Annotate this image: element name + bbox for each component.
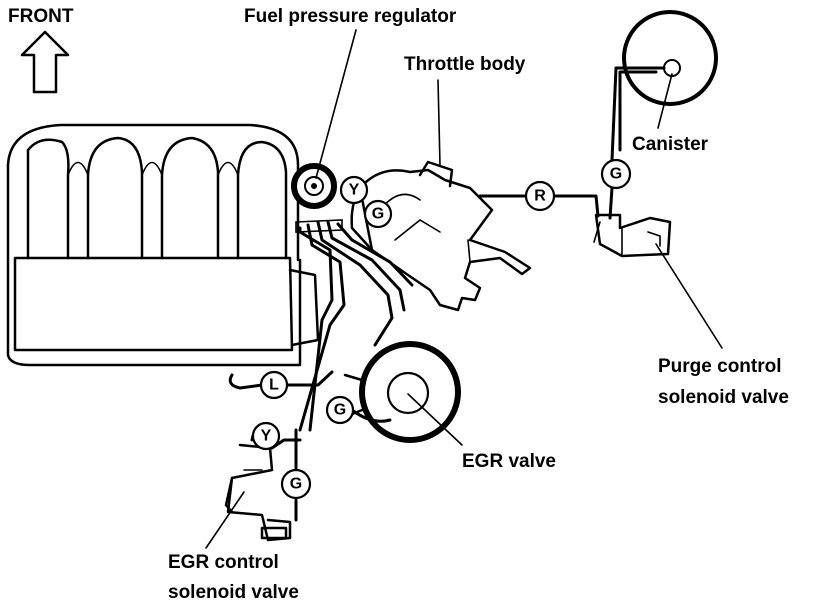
throttle-body-label: Throttle body	[404, 54, 526, 75]
svg-text:L: L	[269, 377, 279, 394]
hose-canister-lower	[608, 186, 614, 220]
svg-text:R: R	[534, 188, 546, 205]
hose-code-r: R	[524, 180, 556, 212]
hose-code-l: L	[259, 370, 289, 400]
canister	[622, 10, 718, 106]
fuel-pressure-regulator-leader	[315, 29, 357, 179]
hose-r-right	[553, 194, 600, 218]
svg-text:Y: Y	[349, 182, 360, 199]
hose-g-egr	[350, 408, 392, 423]
egr-control-leader	[205, 491, 245, 549]
svg-text:Y: Y	[261, 428, 272, 445]
svg-text:G: G	[610, 166, 622, 183]
vacuum-hose-bundle	[295, 219, 414, 432]
hose-l-left	[228, 373, 264, 390]
hose-code-g-lower: G	[280, 468, 312, 500]
hose-canister-top	[610, 66, 666, 162]
canister-leader	[657, 73, 673, 129]
hose-l-right	[284, 370, 334, 387]
egr-control-label-line2: solenoid valve	[168, 582, 299, 603]
canister-label: Canister	[632, 134, 709, 155]
purge-control-leader	[655, 243, 723, 349]
front-arrow-icon	[20, 30, 70, 94]
purge-control-solenoid-valve	[593, 213, 672, 258]
svg-text:G: G	[334, 402, 346, 419]
hose-code-y-top: Y	[339, 175, 369, 205]
egr-control-label-line1: EGR control	[168, 552, 279, 573]
svg-text:G: G	[290, 476, 302, 493]
intake-manifold	[6, 123, 320, 367]
hose-code-g-egr: G	[325, 395, 355, 425]
svg-text:G: G	[372, 206, 384, 223]
purge-control-label-line2: solenoid valve	[658, 387, 789, 408]
egr-valve-label: EGR valve	[462, 451, 556, 472]
throttle-body	[350, 160, 532, 312]
fuel-pressure-regulator-label: Fuel pressure regulator	[244, 6, 457, 27]
fuel-pressure-regulator	[291, 163, 337, 209]
egr-valve-leader	[407, 393, 463, 446]
purge-control-label-line1: Purge control	[658, 356, 782, 377]
throttle-body-leader	[437, 79, 441, 166]
egr-control-solenoid-valve	[224, 443, 292, 542]
hose-code-g-canister: G	[600, 158, 632, 190]
hose-canister-inner	[618, 70, 658, 152]
hose-code-g-top: G	[363, 199, 393, 229]
front-label: FRONT	[8, 6, 74, 27]
hose-code-y-lower: Y	[251, 421, 281, 451]
